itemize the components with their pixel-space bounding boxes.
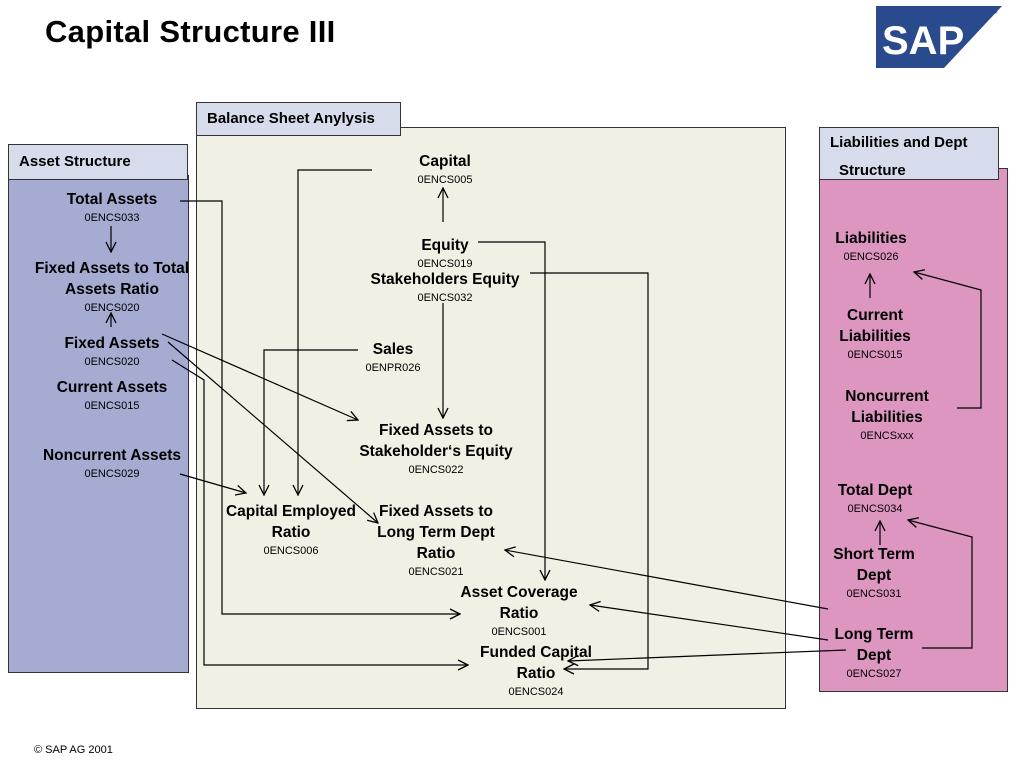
balance-sheet-header-label: Balance Sheet Anylysis — [207, 110, 375, 127]
arrow-long-to-asset-coverage — [590, 605, 829, 641]
balance-sheet-panel — [196, 127, 786, 709]
arrow-sales-to-cap-employed — [264, 349, 358, 495]
arrow-fixed-to-fa-se — [161, 333, 358, 420]
arrow-capital-to-cap-employed — [298, 169, 372, 495]
arrow-total-to-asset-coverage — [180, 200, 460, 614]
arrow-se-to-funded-capital — [530, 272, 649, 669]
arrow-fixed-to-fa-ltd — [167, 341, 378, 523]
arrow-short-to-fa-ltd — [505, 550, 829, 610]
asset-structure-header: Asset Structure — [8, 144, 188, 180]
arrow-long-to-funded-capital — [568, 649, 847, 661]
liabilities-panel — [819, 168, 1008, 692]
liabilities-header: Liabilities and Dept Structure — [819, 127, 999, 180]
sap-logo: SAP ™ — [874, 4, 1004, 70]
asset-structure-panel — [8, 175, 189, 673]
logo-tm: ™ — [990, 9, 998, 18]
page-title: Capital Structure III — [45, 14, 336, 49]
liabilities-header-line1: Liabilities and Dept — [830, 134, 968, 151]
balance-sheet-header: Balance Sheet Anylysis — [196, 102, 401, 136]
logo-text: SAP — [882, 19, 964, 63]
arrow-noncurrent-to-cap-employed — [179, 473, 246, 493]
asset-structure-header-label: Asset Structure — [19, 153, 131, 170]
arrow-long-to-total — [908, 520, 973, 649]
arrow-equity-to-asset-coverage — [478, 241, 545, 580]
arrow-noncurrent-to-liabilities — [914, 272, 982, 409]
copyright-footer: © SAP AG 2001 — [34, 744, 113, 756]
arrow-fixed-to-funded-capital — [171, 359, 468, 665]
liabilities-header-line2: Structure — [839, 162, 906, 179]
